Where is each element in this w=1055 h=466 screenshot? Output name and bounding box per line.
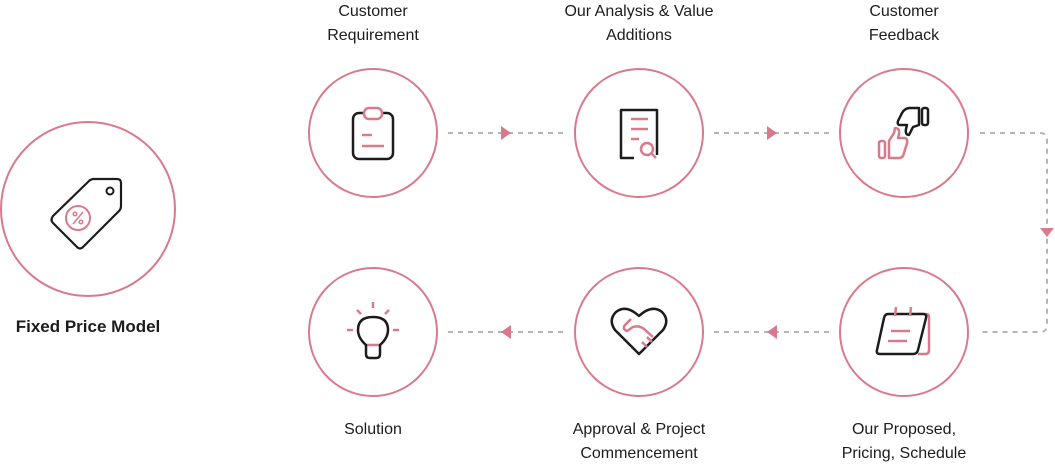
- step-label: Our Analysis & Value Additions: [529, 0, 749, 48]
- arrow-left-icon: [767, 325, 777, 339]
- label-line: Requirement: [327, 27, 419, 44]
- arrow-down-icon: [1040, 228, 1054, 237]
- model-title: Fixed Price Model: [15, 317, 161, 336]
- label-line: Approval & Project: [572, 421, 706, 438]
- document-search-icon: [619, 108, 659, 160]
- label-line: Customer: [869, 3, 939, 20]
- label-line: Additions: [606, 27, 672, 44]
- step-approval-project-commencement: [574, 267, 704, 397]
- step-analysis-value-additions: [574, 68, 704, 198]
- heart-handshake-icon: [610, 307, 668, 356]
- label-line: Commencement: [580, 445, 698, 462]
- label-line: Feedback: [868, 27, 940, 44]
- step-label: Customer Requirement: [263, 0, 483, 48]
- fixed-price-model-circle: [0, 121, 176, 297]
- connector-3-4: [980, 132, 1048, 333]
- label-line: Our Proposed,: [851, 421, 957, 438]
- arrow-right-icon: [501, 126, 511, 140]
- step-proposed-pricing-schedule: [839, 267, 969, 397]
- step-customer-feedback: [839, 68, 969, 198]
- calendar-icon: [875, 306, 931, 356]
- price-tag-icon: [50, 177, 123, 250]
- step-label: Our Proposed, Pricing, Schedule: [794, 418, 1014, 466]
- label-line: Solution: [344, 421, 402, 438]
- step-customer-requirement: [308, 68, 438, 198]
- arrow-left-icon: [501, 325, 511, 339]
- label-line: Pricing, Schedule: [841, 445, 967, 462]
- label-line: Customer: [338, 3, 408, 20]
- step-label: Customer Feedback: [794, 0, 1014, 48]
- step-label: Solution: [263, 418, 483, 442]
- clipboard-icon: [351, 106, 395, 161]
- arrow-right-icon: [767, 126, 777, 140]
- lightbulb-icon: [347, 302, 399, 360]
- label-line: Our Analysis & Value: [564, 3, 714, 20]
- step-label: Approval & Project Commencement: [529, 418, 749, 466]
- thumbs-up-down-icon: [877, 106, 930, 160]
- step-solution: [308, 267, 438, 397]
